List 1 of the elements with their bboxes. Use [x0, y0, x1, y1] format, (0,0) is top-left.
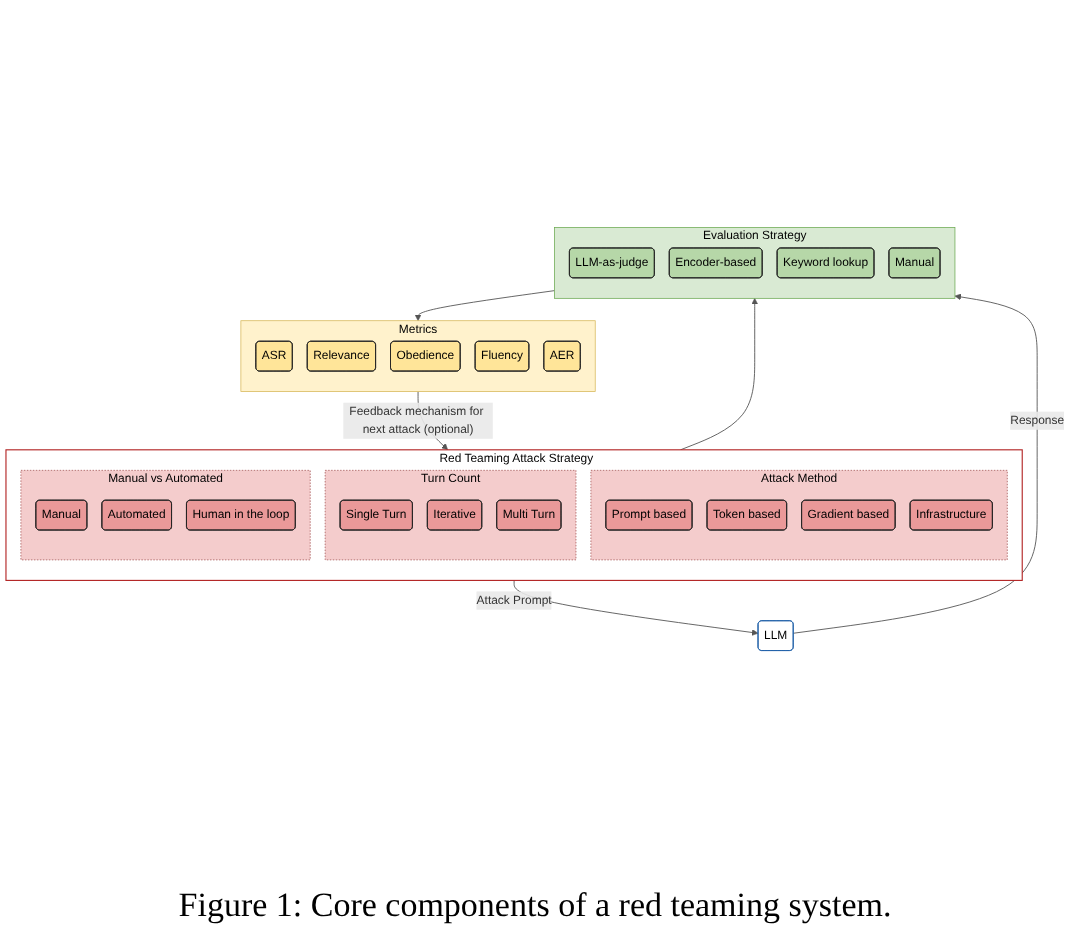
figure-caption: Figure 1: Core components of a red teaming system.: [178, 884, 892, 928]
